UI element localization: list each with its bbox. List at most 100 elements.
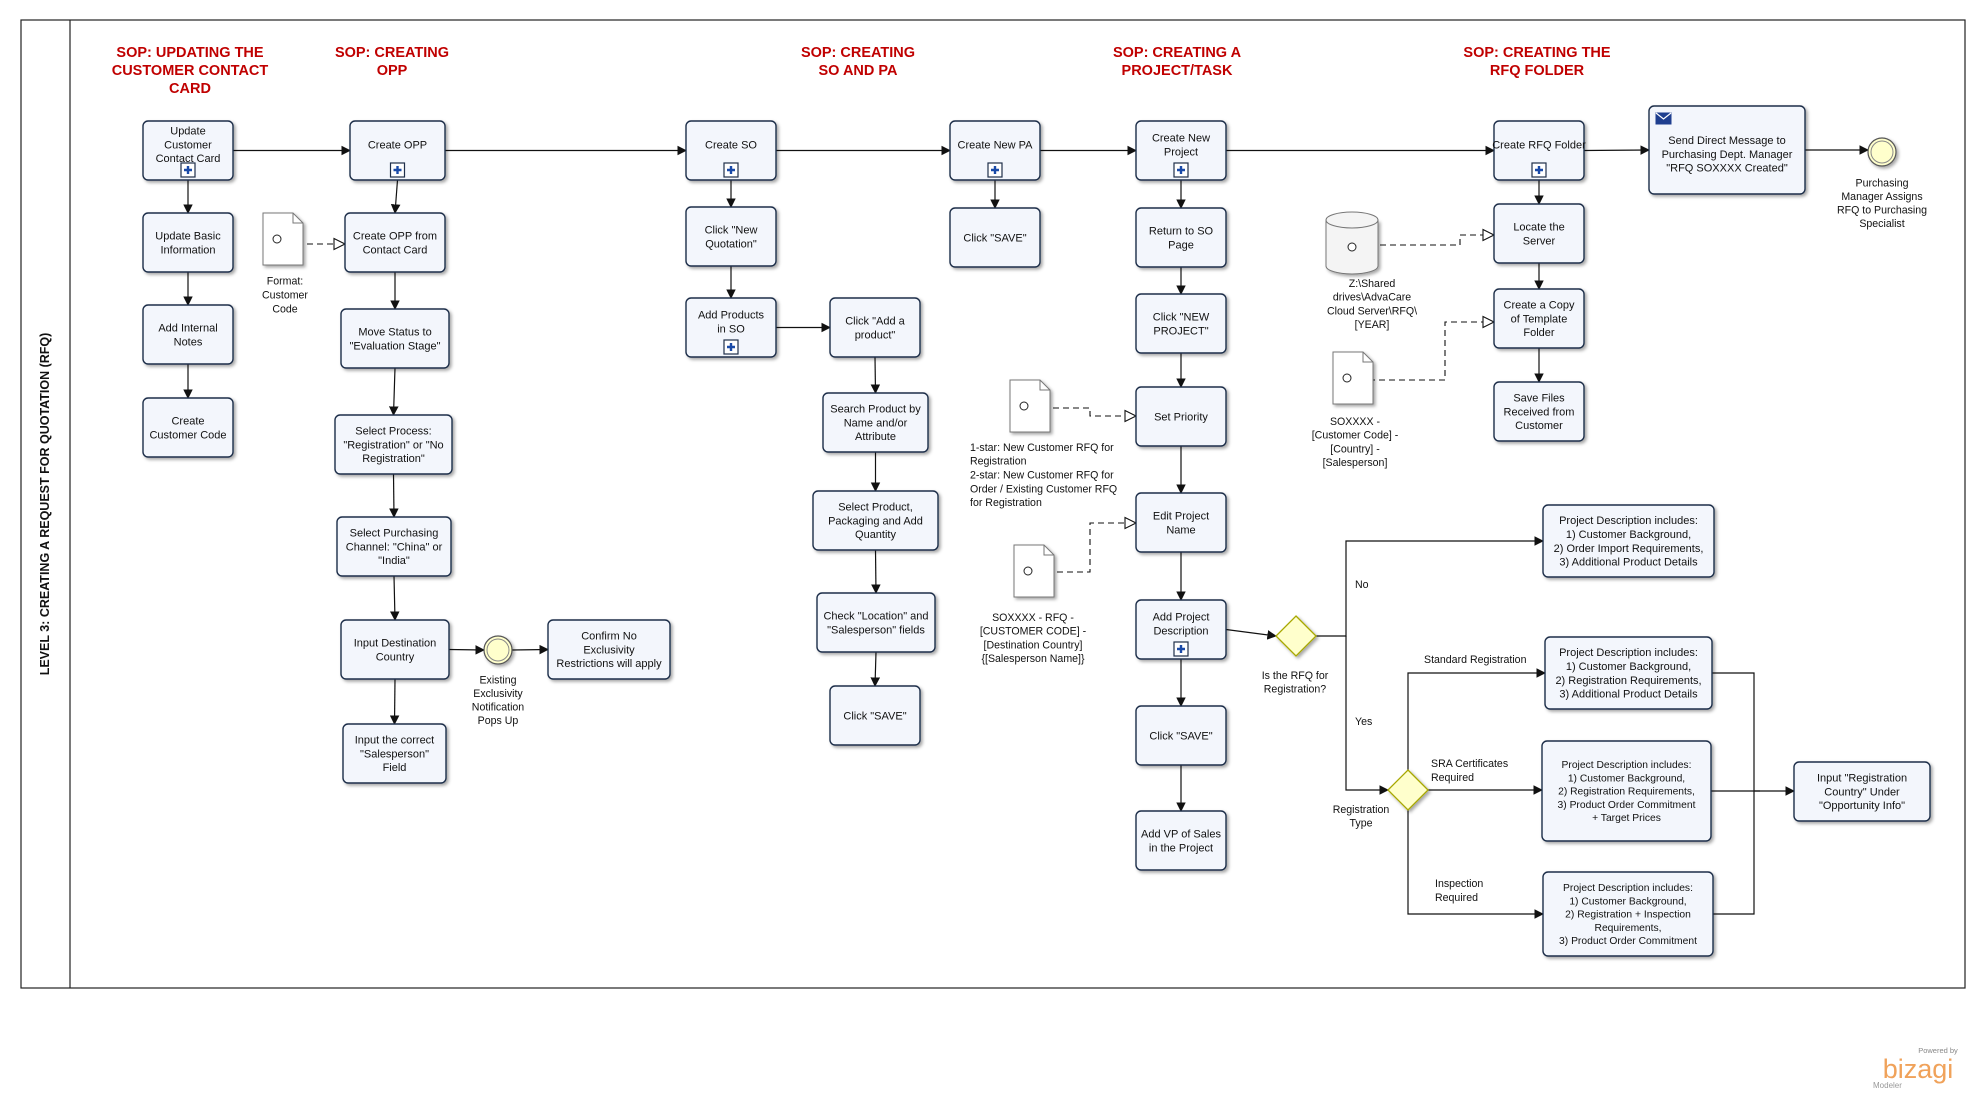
- task-t-check-location[interactable]: Check "Location" and"Salesperson" fields: [816, 592, 936, 653]
- sequence-flow: [389, 473, 399, 518]
- subprocess-expand-icon[interactable]: [180, 162, 196, 178]
- subprocess-expand-icon[interactable]: [723, 162, 739, 178]
- flow-no: [1316, 536, 1544, 637]
- subprocess-expand-icon[interactable]: [723, 339, 739, 355]
- sequence-flow: [388, 367, 399, 416]
- subprocess-expand-icon[interactable]: [987, 162, 1003, 178]
- subprocess-expand-icon[interactable]: [1531, 162, 1547, 178]
- task-t-move-status[interactable]: Move Status to"Evaluation Stage": [340, 308, 450, 369]
- assoc-folder: [1369, 322, 1494, 381]
- document-icon: [1013, 544, 1055, 598]
- sequence-flow: [390, 575, 400, 621]
- task-label: Create RFQ Folder: [1492, 139, 1586, 151]
- task-t-save-pa[interactable]: Click "SAVE": [949, 207, 1041, 268]
- edge-label: No: [1355, 579, 1369, 591]
- task-label: Check "Location" and"Salesperson" fields: [823, 610, 928, 636]
- edge-label: Yes: [1355, 716, 1372, 728]
- subprocess-expand-icon[interactable]: [1173, 641, 1189, 657]
- sequence-flow: [448, 645, 485, 655]
- task-t-desc-sra[interactable]: Project Description includes:1) Customer…: [1541, 740, 1712, 842]
- task-t-desc-no-reg[interactable]: Project Description includes:1) Customer…: [1542, 504, 1715, 578]
- task-label: Project Description includes:1) Customer…: [1555, 647, 1701, 700]
- sequence-flows: [183, 145, 1869, 919]
- task-t-save-so[interactable]: Click "SAVE": [829, 685, 921, 746]
- task-t-create-so[interactable]: Create SO: [685, 120, 777, 181]
- task-t-desc-std[interactable]: Project Description includes:1) Customer…: [1544, 636, 1713, 710]
- task-label: Click "SAVE": [1149, 730, 1212, 742]
- flow-standard: [1407, 668, 1546, 770]
- lane-title: LEVEL 3: CREATING A REQUEST FOR QUOTATIO…: [38, 333, 52, 676]
- assoc-priority: [1043, 407, 1136, 416]
- task-label: Click "SAVE": [963, 232, 1026, 244]
- artifact-a-folder: SOXXXX -[Customer Code] -[Country] -[Sal…: [1312, 351, 1399, 469]
- logo-product-text: Modeler: [1873, 1081, 1902, 1090]
- task-t-create-opp[interactable]: Create OPP: [349, 120, 446, 181]
- sequence-flow: [871, 549, 881, 594]
- subprocess-expand-icon[interactable]: [1173, 162, 1189, 178]
- assoc-server: [1370, 235, 1494, 246]
- task-t-new-pa[interactable]: Create New PA: [949, 120, 1041, 181]
- flow-merge-insp: [1713, 791, 1755, 915]
- task-t-salesperson[interactable]: Input the correct"Salesperson"Field: [342, 723, 447, 784]
- subprocess-expand-icon[interactable]: [389, 162, 406, 178]
- flow-yes: [1345, 636, 1389, 795]
- sequence-flow: [870, 651, 881, 687]
- associations: [297, 235, 1494, 573]
- envelope-icon: [1655, 112, 1672, 125]
- task-t-save-project[interactable]: Click "SAVE": [1135, 705, 1227, 766]
- task-label: Move Status to"Evaluation Stage": [350, 326, 441, 352]
- task-t-set-priority[interactable]: Set Priority: [1135, 386, 1227, 447]
- task-t-rfq-folder[interactable]: Create RFQ Folder: [1492, 120, 1586, 181]
- task-t-desc-insp[interactable]: Project Description includes:1) Customer…: [1542, 871, 1714, 957]
